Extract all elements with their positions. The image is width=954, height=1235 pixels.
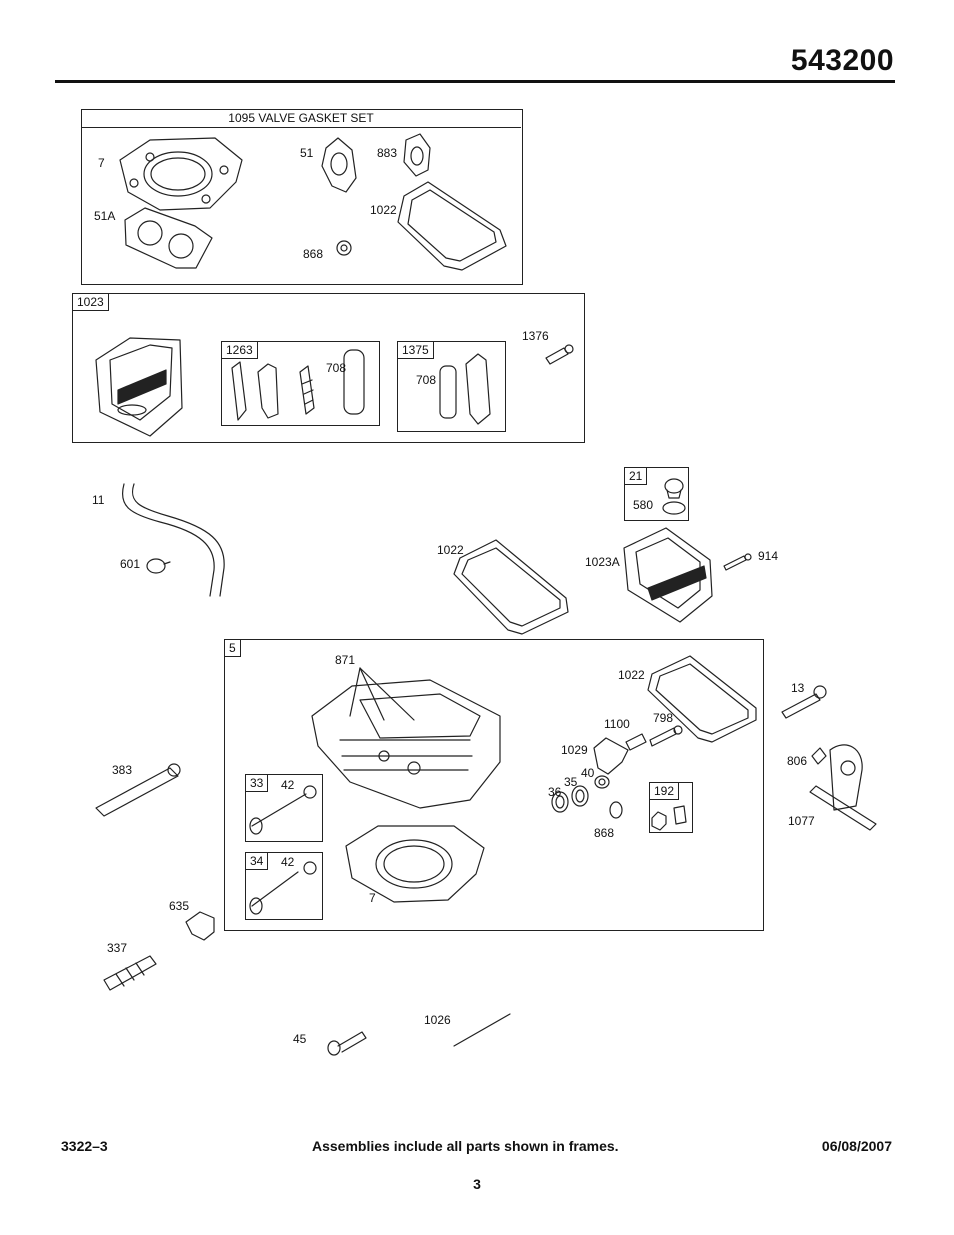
valve-33-box-label: 33 — [245, 774, 269, 792]
kit-1263-box-label: 1263 — [221, 341, 258, 359]
tube-icon — [96, 764, 180, 816]
small-gasket-icon — [322, 138, 356, 192]
tag-1100: 1100 — [604, 717, 630, 731]
tag-45: 45 — [293, 1032, 307, 1046]
gasket-set-frame — [81, 109, 523, 285]
intake-gasket-icon — [125, 208, 212, 268]
plug-head-icon — [610, 802, 622, 818]
hose-icon — [123, 484, 225, 596]
tag-1029: 1029 — [561, 743, 588, 757]
valve-cover-alt-icon — [624, 528, 712, 622]
valve-34-frame — [245, 852, 323, 920]
tag-intake-gasket: 51A — [94, 209, 116, 223]
tag-871: 871 — [335, 653, 356, 667]
bracket-icon — [810, 745, 876, 830]
tag-cover-alt: 1023A — [585, 555, 620, 569]
tag-hose: 11 — [92, 493, 105, 507]
tag-635: 635 — [169, 899, 190, 913]
tag-337: 337 — [107, 941, 128, 955]
small-screw-icon — [812, 748, 826, 764]
tag-exhaust-gasket: 883 — [377, 146, 398, 160]
valve-cover-assembly-frame — [72, 293, 585, 443]
tag-small-gasket: 51 — [300, 146, 314, 160]
valve-cover-icon — [96, 338, 182, 436]
tag-1077: 1077 — [788, 814, 815, 828]
tag-7-head: 7 — [369, 891, 376, 905]
footer-date: 06/08/2007 — [821, 1138, 892, 1154]
tag-kit-a-708: 708 — [326, 361, 347, 375]
valve-spring-icon — [552, 776, 609, 812]
pivot-bolt-icon — [650, 726, 682, 746]
nut-screw-icon — [652, 806, 686, 830]
tag-383: 383 — [112, 763, 133, 777]
head-gasket-lower-icon — [346, 826, 484, 902]
spark-plug-icon — [104, 956, 156, 990]
tag-bolt-1376: 1376 — [522, 329, 549, 343]
page-number: 3 — [473, 1176, 481, 1192]
tag-42-b: 42 — [281, 855, 295, 869]
o-ring-icon — [663, 502, 685, 514]
tag-798: 798 — [653, 711, 674, 725]
cylinder-head-box-label: 5 — [224, 639, 241, 657]
kit-1375-box-label: 1375 — [397, 341, 434, 359]
breather-kit-icon — [440, 354, 490, 424]
valve-icon — [250, 786, 316, 914]
pointer-arrows — [350, 668, 414, 720]
tag-head-gasket: 7 — [98, 156, 105, 170]
valve-34-box-label: 34 — [245, 852, 269, 870]
rocker-cover-gasket-icon — [398, 182, 506, 270]
valve-cover-box-label: 1023 — [72, 293, 109, 311]
tag-13: 13 — [791, 681, 805, 695]
tag-35: 35 — [564, 775, 578, 789]
gasket-set-title: 1095 VALVE GASKET SET — [81, 109, 521, 128]
rocker-gasket-head-icon — [648, 656, 756, 742]
tag-clamp: 601 — [120, 557, 141, 571]
elbow-fitting-icon — [186, 912, 214, 940]
model-number: 543200 — [790, 44, 894, 77]
stud-icon — [626, 734, 646, 750]
tag-screw: 914 — [758, 549, 779, 563]
tag-1026: 1026 — [424, 1013, 451, 1027]
exhaust-gasket-icon — [404, 134, 430, 176]
head-gasket-icon — [120, 138, 242, 210]
cap-kit-box-label: 21 — [624, 467, 648, 485]
tag-40: 40 — [581, 766, 595, 780]
mounting-bolt-icon — [782, 686, 826, 718]
cap-kit-frame — [624, 467, 689, 521]
bolt-icon — [546, 345, 573, 364]
breather-parts-icon — [232, 350, 364, 420]
tag-cap-gasket: 580 — [633, 498, 654, 512]
tag-42-a: 42 — [281, 778, 295, 792]
rocker-arm-icon — [594, 738, 628, 774]
long-rod-icon — [454, 1014, 510, 1046]
tag-806: 806 — [787, 754, 808, 768]
tag-1022-head: 1022 — [618, 668, 645, 682]
cylinder-head-frame — [224, 639, 764, 931]
plug-icon — [337, 241, 351, 255]
oil-cap-icon — [665, 479, 683, 498]
tag-868-head: 868 — [594, 826, 615, 840]
cylinder-head-icon — [312, 680, 500, 808]
tag-gasket-mid: 1022 — [437, 543, 464, 557]
header-rule — [55, 80, 895, 83]
tag-kit-b-708: 708 — [416, 373, 437, 387]
kit-1375-frame — [397, 341, 506, 432]
pushrod-icon — [328, 1032, 366, 1055]
tag-36: 36 — [548, 785, 562, 799]
kit-192-box-label: 192 — [649, 782, 680, 800]
footer-note: Assemblies include all parts shown in fr… — [312, 1138, 619, 1154]
rocker-cover-gasket-mid-icon — [454, 540, 568, 634]
tag-plug: 868 — [303, 247, 324, 261]
tag-rocker-gasket: 1022 — [370, 203, 397, 217]
footer-doc-code: 3322–3 — [61, 1138, 108, 1154]
screw-icon — [724, 554, 751, 570]
valve-33-frame — [245, 774, 323, 842]
clamp-icon — [147, 559, 170, 573]
kit-1263-frame — [221, 341, 380, 426]
